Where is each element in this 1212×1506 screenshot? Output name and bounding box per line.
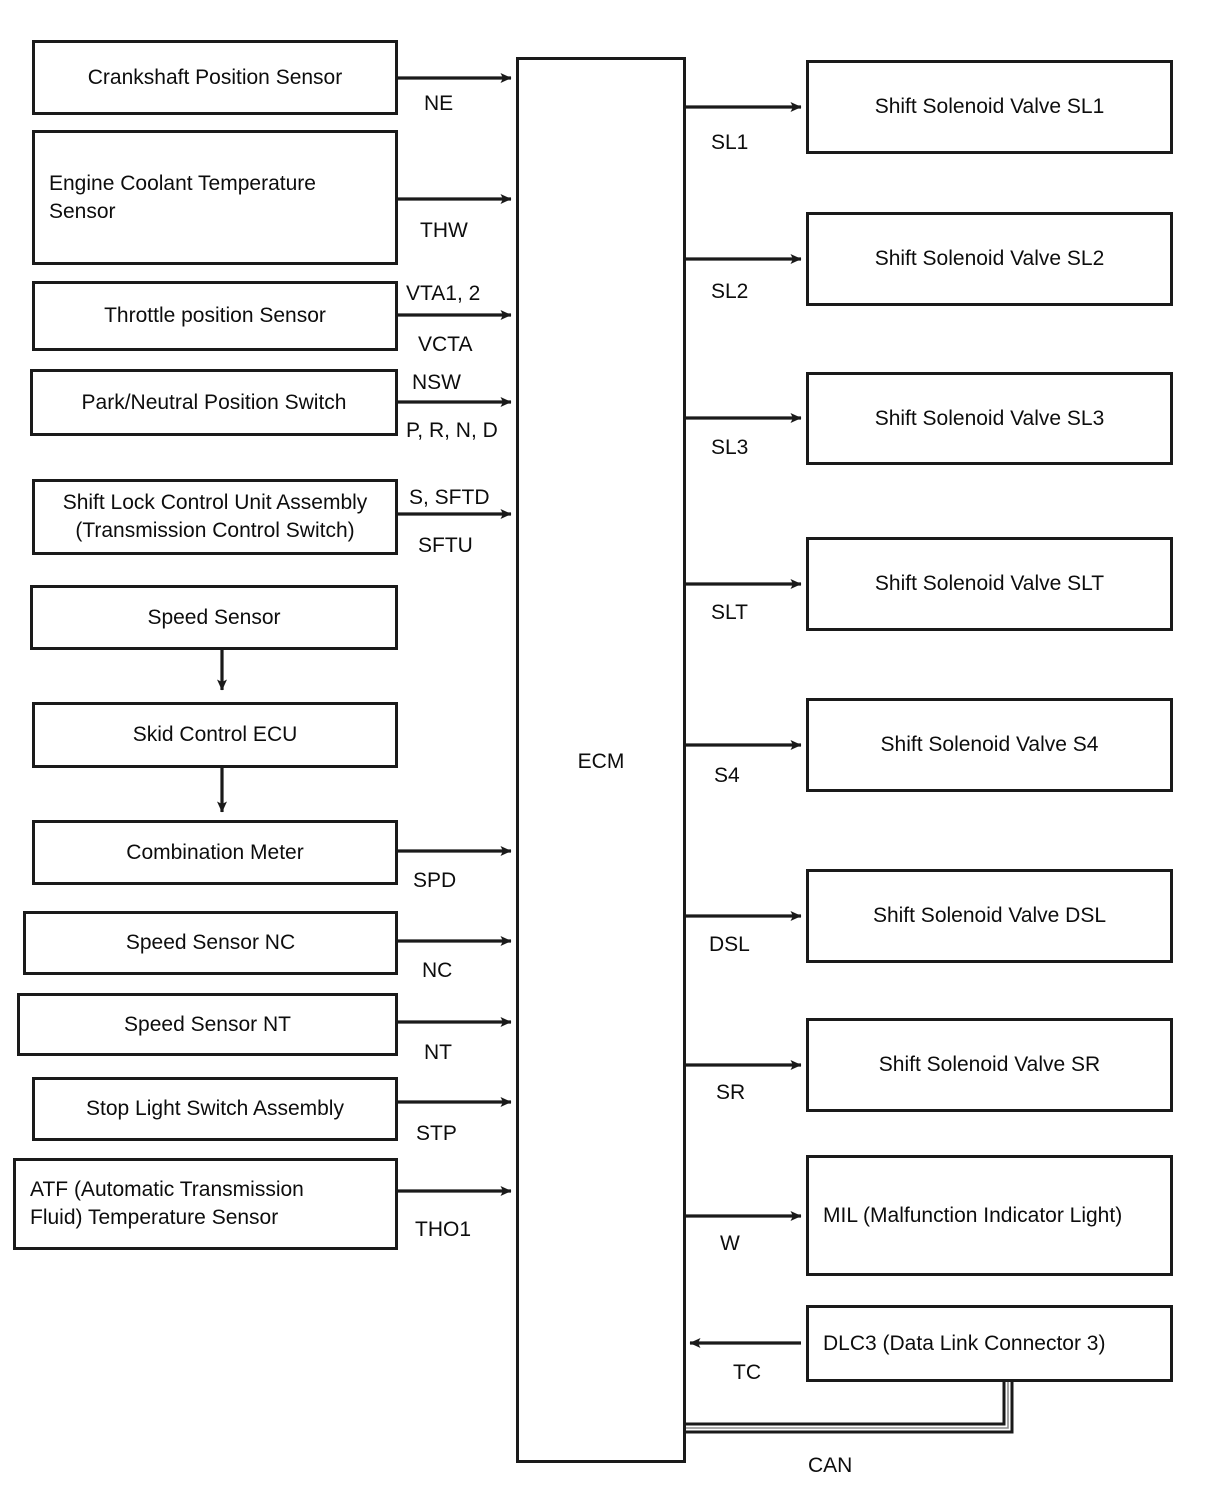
node-label: Speed Sensor NC [125,931,296,955]
node-speed-sensor-nc[interactable]: Speed Sensor NC [23,911,398,975]
signal-label-slt: SLT [711,601,748,624]
signal-label-nc: NC [422,959,453,982]
signal-label-sl1: SL1 [711,131,749,154]
node-label: Shift Solenoid Valve S4 [880,733,1099,757]
node-label: ATF (Automatic Transmission Fluid) Tempe… [30,1178,304,1229]
node-label: Stop Light Switch Assembly [86,1097,344,1121]
node-speed-sensor-nt[interactable]: Speed Sensor NT [17,993,398,1056]
signal-label-can: CAN [808,1454,853,1477]
signal-label-tc: TC [733,1361,761,1384]
signal-label-s4: S4 [714,764,740,787]
signal-label-thw: THW [420,219,468,242]
node-ecm[interactable]: ECM [516,57,686,1463]
signal-label-prnd: P, R, N, D [406,419,498,442]
node-speed-sensor[interactable]: Speed Sensor [30,585,398,650]
node-shift-solenoid-valve-dsl[interactable]: Shift Solenoid Valve DSL [806,869,1173,963]
node-label: Shift Solenoid Valve SL1 [874,95,1105,119]
node-label: Combination Meter [126,840,304,864]
node-label: Throttle position Sensor [104,304,326,328]
node-dlc3-data-link-connector-3[interactable]: DLC3 (Data Link Connector 3) [806,1305,1173,1382]
signal-label-sl2: SL2 [711,280,749,303]
node-shift-solenoid-valve-sl2[interactable]: Shift Solenoid Valve SL2 [806,212,1173,306]
signal-label-s-sftd: S, SFTD [409,486,490,509]
node-label: ECM [577,750,625,773]
signal-label-vcta: VCTA [418,333,473,356]
node-shift-lock-control-unit-assembly[interactable]: Shift Lock Control Unit Assembly (Transm… [32,479,398,555]
node-atf-temperature-sensor[interactable]: ATF (Automatic Transmission Fluid) Tempe… [13,1158,398,1250]
wire-can-b [686,1382,1014,1434]
node-shift-solenoid-valve-sl1[interactable]: Shift Solenoid Valve SL1 [806,60,1173,154]
node-stop-light-switch-assembly[interactable]: Stop Light Switch Assembly [32,1077,398,1141]
wire-can-a [686,1382,1006,1426]
node-label: Shift Solenoid Valve SL2 [874,247,1105,271]
node-label: MIL (Malfunction Indicator Light) [823,1203,1123,1227]
node-throttle-position-sensor[interactable]: Throttle position Sensor [32,281,398,351]
node-shift-solenoid-valve-s4[interactable]: Shift Solenoid Valve S4 [806,698,1173,792]
signal-label-stp: STP [416,1122,457,1145]
node-label: Shift Solenoid Valve SL3 [874,406,1105,430]
wire-can-c [686,1382,1009,1429]
node-shift-solenoid-valve-sl3[interactable]: Shift Solenoid Valve SL3 [806,372,1173,465]
node-label: Speed Sensor [147,605,281,629]
node-shift-solenoid-valve-slt[interactable]: Shift Solenoid Valve SLT [806,537,1173,631]
node-label: Shift Lock Control Unit Assembly (Transm… [62,491,368,542]
node-park-neutral-position-switch[interactable]: Park/Neutral Position Switch [30,369,398,436]
signal-label-spd: SPD [413,869,457,892]
node-mil-malfunction-indicator-light[interactable]: MIL (Malfunction Indicator Light) [806,1155,1173,1276]
node-label: Shift Solenoid Valve SLT [874,572,1105,596]
signal-label-sl3: SL3 [711,436,749,459]
signal-label-tho1: THO1 [415,1218,472,1241]
node-combination-meter[interactable]: Combination Meter [32,820,398,885]
signal-label-w: W [720,1232,740,1255]
node-skid-control-ecu[interactable]: Skid Control ECU [32,702,398,768]
node-label: Engine Coolant Temperature Sensor [49,171,316,223]
signal-label-dsl: DSL [709,933,750,956]
node-label: Crankshaft Position Sensor [87,65,343,89]
node-engine-coolant-temperature-sensor[interactable]: Engine Coolant Temperature Sensor [32,130,398,265]
node-shift-solenoid-valve-sr[interactable]: Shift Solenoid Valve SR [806,1018,1173,1112]
node-crankshaft-position-sensor[interactable]: Crankshaft Position Sensor [32,40,398,115]
node-label: Shift Solenoid Valve SR [878,1053,1101,1077]
node-label: Shift Solenoid Valve DSL [872,904,1107,928]
signal-label-sftu: SFTU [418,534,473,557]
signal-label-sr: SR [716,1081,746,1104]
node-label: Skid Control ECU [132,723,298,747]
node-label: DLC3 (Data Link Connector 3) [823,1331,1106,1355]
node-label: Park/Neutral Position Switch [81,390,347,414]
node-label: Speed Sensor NT [124,1012,291,1036]
signal-label-nsw: NSW [412,371,461,394]
signal-label-ne: NE [424,92,454,115]
signal-label-nt: NT [424,1041,452,1064]
signal-label-vta1-2: VTA1, 2 [406,282,481,305]
